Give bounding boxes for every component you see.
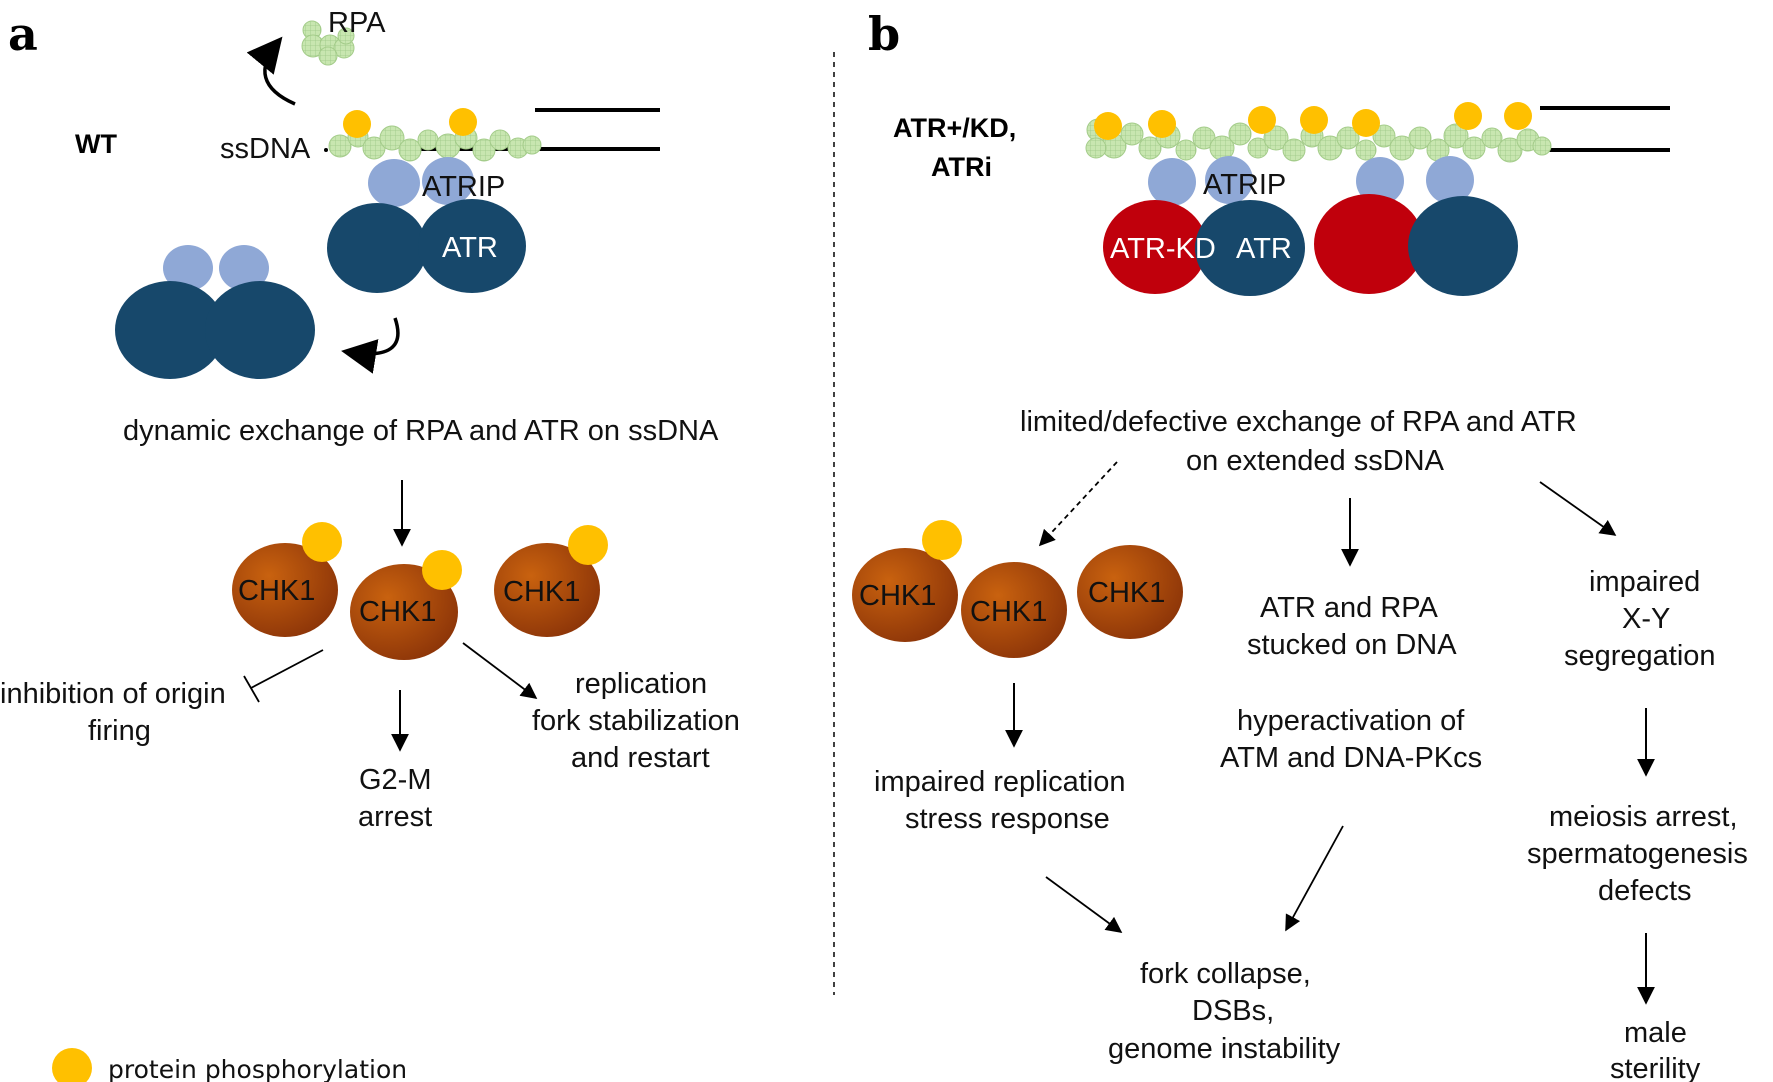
fork-text-line2: fork stabilization (532, 705, 740, 737)
chk1-protein (961, 562, 1067, 658)
rpa-phospho-dot (1094, 112, 1122, 140)
atr-exchange-arrow (341, 317, 400, 374)
collapse-text-line2: DSBs, (1192, 995, 1274, 1027)
inhibition-line (250, 649, 324, 689)
atr-subunit (327, 203, 427, 293)
rpa-phospho-dot (1300, 106, 1328, 134)
panel-b-chk1-label: CHK1 (1088, 577, 1165, 609)
atr-kd-label: ATR-KD (1110, 233, 1216, 265)
panel-a-letter: a (8, 7, 38, 61)
rpa-phospho-dot (1504, 102, 1532, 130)
hyper-text-line2: ATM and DNA-PKcs (1220, 742, 1482, 774)
free-atr-subunit (205, 281, 315, 379)
xy-text-line3: segregation (1564, 640, 1716, 672)
arrow-to-xy (1539, 481, 1617, 536)
g2m-text-line1: G2-M (359, 764, 432, 796)
xy-text-line2: X-Y (1622, 603, 1670, 635)
atr-subunit (1408, 196, 1518, 296)
inhibition-bar (243, 675, 260, 703)
panel-b-chk1-label: CHK1 (970, 596, 1047, 628)
origin-text-line2: firing (88, 715, 151, 747)
atr-subunit (1195, 200, 1305, 296)
chk1-protein (852, 548, 958, 642)
chk1-label: CHK1 (238, 575, 315, 607)
chk1-phospho-dot (568, 525, 608, 565)
arrow-impaired-to-collapse (1045, 876, 1123, 933)
atr-kd-subunit (1103, 200, 1207, 294)
sterility-text-line2: sterility (1610, 1053, 1701, 1082)
rpa-phospho-dot (1454, 102, 1482, 130)
fork-text-line1: replication (575, 668, 707, 700)
legend-text: protein phosphorylation (108, 1055, 407, 1082)
rpa-phospho-dot (449, 108, 477, 136)
arrow-to-fork (462, 642, 538, 699)
atrip-subunit (1205, 156, 1253, 204)
legend-phospho-dot (52, 1048, 92, 1082)
atrip-subunit (1148, 158, 1196, 206)
rpa-phospho-dot (1248, 106, 1276, 134)
chk1-phospho-dot (422, 550, 462, 590)
free-atr-subunit (115, 281, 225, 379)
free-rpa-cluster (301, 20, 355, 66)
rpa-on-ssdna (328, 125, 542, 162)
meiosis-text-line2: spermatogenesis (1527, 838, 1748, 870)
panel-b-exchange-line2: on extended ssDNA (1186, 445, 1445, 477)
hyper-text-line1: hyperactivation of (1237, 705, 1465, 737)
chk1-phospho-dot (922, 520, 962, 560)
atrip-subunit (1356, 157, 1404, 205)
rpa-phospho-dot (1148, 110, 1176, 138)
fork-text-line3: and restart (571, 742, 710, 774)
panel-a-exchange-text: dynamic exchange of RPA and ATR on ssDNA (123, 415, 719, 447)
chk1-label: CHK1 (503, 576, 580, 608)
meiosis-text-line3: defects (1598, 875, 1692, 907)
arrow-hyper-to-collapse (1285, 825, 1344, 932)
free-atrip-subunit (219, 245, 269, 291)
panel-b-condition-line1: ATR+/KD, (893, 113, 1016, 143)
ssdna-label: ssDNA (220, 133, 311, 165)
stuck-text-line2: stucked on DNA (1247, 629, 1457, 661)
collapse-text-line3: genome instability (1108, 1033, 1341, 1065)
chk1-label: CHK1 (359, 596, 436, 628)
chk1-phospho-dot (302, 522, 342, 562)
panel-b-atr-label: ATR (1236, 233, 1292, 265)
atr-subunit (418, 199, 526, 293)
atrip-label: ATRIP (422, 171, 505, 203)
atrip-subunit (1426, 156, 1474, 204)
g2m-text-line2: arrest (358, 801, 432, 833)
panel-b-condition-line2: ATRi (931, 152, 992, 182)
chk1-protein (1077, 545, 1183, 639)
impaired-text-line2: stress response (905, 803, 1110, 835)
atrip-subunit (422, 157, 474, 205)
dashed-arrow-to-chk1 (1038, 461, 1118, 547)
impaired-text-line1: impaired replication (874, 766, 1125, 798)
panel-b-chk1-label: CHK1 (859, 580, 936, 612)
atrip-subunit (368, 159, 420, 207)
rpa-label: RPA (328, 7, 386, 39)
atr-label: ATR (442, 232, 498, 264)
panel-a-condition: WT (75, 129, 117, 159)
ssdna-end-dot (324, 148, 328, 152)
panel-b-exchange-line1: limited/defective exchange of RPA and AT… (1020, 406, 1577, 438)
xy-text-line1: impaired (1589, 566, 1700, 598)
meiosis-text-line1: meiosis arrest, (1549, 801, 1738, 833)
atr-kd-subunit (1314, 194, 1424, 294)
rpa-phospho-dot (343, 110, 371, 138)
origin-text-line1: inhibition of origin (0, 678, 226, 710)
chk1-protein (232, 543, 338, 637)
rpa-phospho-dot (1352, 109, 1380, 137)
chk1-protein (350, 564, 458, 660)
collapse-text-line1: fork collapse, (1140, 958, 1311, 990)
free-atrip-subunit (163, 245, 213, 291)
panel-b-letter: b (868, 7, 900, 61)
chk1-protein (494, 543, 600, 637)
stuck-text-line1: ATR and RPA (1260, 592, 1438, 624)
rpa-release-arrow (246, 36, 296, 106)
sterility-text-line1: male (1624, 1017, 1687, 1049)
panel-b-atrip-label: ATRIP (1203, 169, 1286, 201)
